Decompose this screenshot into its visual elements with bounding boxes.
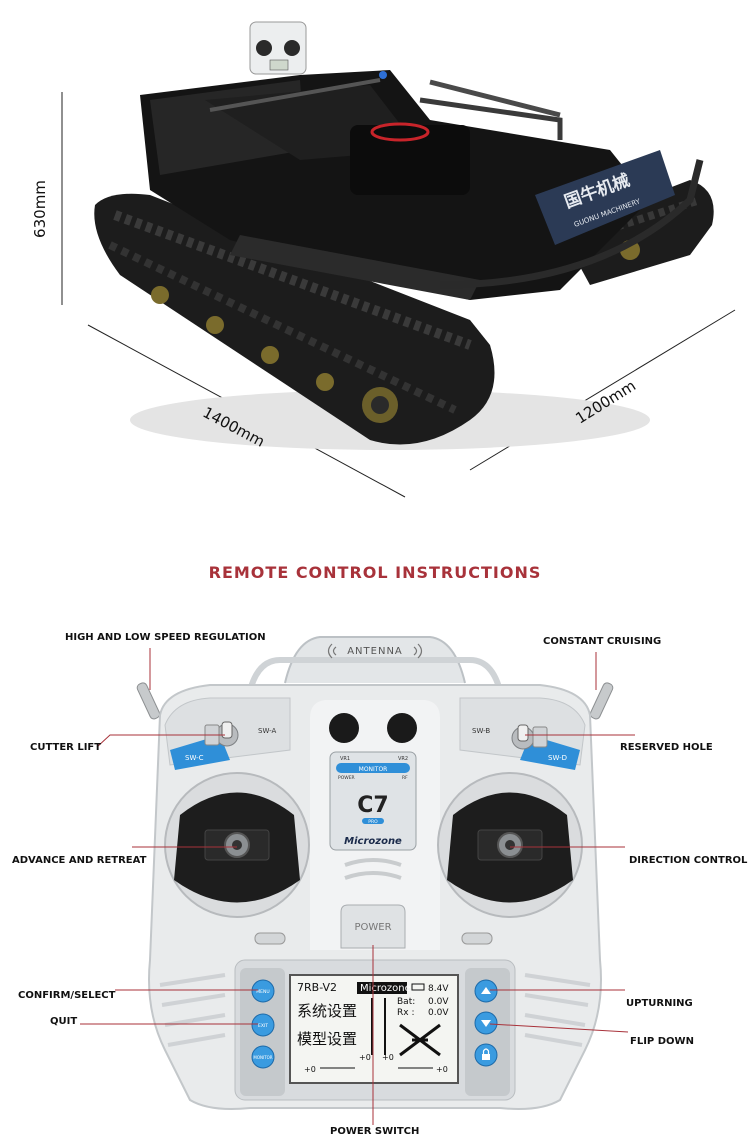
antenna-signal-icon-right [413,643,423,659]
vr2-label: VR2 [398,756,408,762]
sw-a-switch[interactable] [215,721,239,747]
callout-lines [80,648,635,1125]
mini-remote [249,21,387,79]
lock-button[interactable] [474,1043,498,1067]
callout-power-switch: POWER SWITCH [330,1126,420,1137]
up-button[interactable] [474,979,498,1003]
sw-b-label: SW-B [472,727,490,735]
up-arrow-icon [481,987,491,994]
vr1-knob[interactable] [329,713,359,743]
power-button[interactable] [340,904,406,949]
down-button[interactable] [474,1011,498,1035]
lcd-trim1: +0 [304,1065,316,1074]
left-trim-slider[interactable] [254,932,286,945]
antenna-label: ANTENNA [347,646,403,657]
brand-label: Microzone [344,836,402,847]
remote-control: ANTENNA SW-C SW-D SW-A SW-B MONITOR VR1 … [80,636,635,1125]
callout-upturning: UPTURNING [626,998,693,1009]
right-top-toggle[interactable] [589,682,614,721]
callout-cutter-lift: CUTTER LIFT [30,742,102,753]
lock-icon [482,1054,490,1060]
model-label: C7 [357,793,388,818]
callout-reserved-hole: RESERVED HOLE [620,742,713,753]
exit-button[interactable] [251,1013,275,1037]
brand-plate: 国牛机械 GUONU MACHINERY [535,150,675,245]
callout-speed-regulation: HIGH AND LOW SPEED REGULATION [65,632,266,643]
down-arrow-icon [481,1020,491,1027]
mower-illustration: 国牛机械 GUONU MACHINERY [61,21,736,498]
menu-button[interactable] [251,979,275,1003]
lcd-trim2: +0 [359,1053,371,1062]
monitor-button[interactable] [251,1045,275,1069]
antenna-handle [245,636,505,701]
sw-c-label: SW-C [185,754,204,762]
left-track [94,193,495,445]
height-label: 630mm [31,180,49,238]
lcd-bat-label: Bat: [397,997,415,1007]
right-trim-slider[interactable] [461,932,493,945]
callout-quit: QUIT [50,1016,78,1027]
monitor-button-label: MONITOR [253,1055,272,1060]
lcd-rx-label: Rx : [397,1008,414,1018]
rf-label: RF [402,775,408,781]
lcd-trim4: +0 [436,1065,448,1074]
left-top-toggle[interactable] [136,682,161,721]
monitor-panel [329,751,417,851]
left-gimbal[interactable] [164,772,310,918]
lcd-rx-value: 0.0V [428,1008,449,1018]
plane-icon [399,1023,441,1057]
lcd-bat-value: 0.0V [428,997,449,1007]
vr2-knob[interactable] [387,713,417,743]
lcd-model-line: 7RB-V2 [297,981,337,994]
lcd-menu1: 系统设置 [297,1002,357,1020]
sw-a-label: SW-A [258,727,276,735]
callout-confirm-select: CONFIRM/SELECT [18,990,116,1001]
callout-flip-down: FLIP DOWN [630,1036,694,1047]
monitor-label: MONITOR [359,766,388,773]
lcd-brand-line: Microzone [360,983,411,994]
power-button-label: POWER [354,922,391,933]
model-sub-label: PRO [368,819,378,825]
power-small-label: POWER [338,775,355,781]
exit-button-label: EXIT [258,1023,268,1029]
vr1-label: VR1 [340,756,350,762]
lcd-menu2: 模型设置 [297,1030,357,1048]
callout-direction-control: DIRECTION CONTROL [629,855,748,866]
battery-icon [411,983,425,991]
chassis [140,70,704,300]
right-gimbal[interactable] [437,772,583,918]
lcd-trim3: +0 [382,1053,394,1062]
right-slide-switch[interactable] [532,726,548,748]
callout-advance-retreat: ADVANCE AND RETREAT [12,855,147,866]
lcd-voltage: 8.4V [428,984,449,994]
sw-d-label: SW-D [548,754,567,762]
antenna-signal-icon-left [327,643,337,659]
callout-constant-cruising: CONSTANT CRUISING [543,636,662,647]
menu-button-label: MENU [256,989,269,995]
section-title: REMOTE CONTROL INSTRUCTIONS [208,563,542,582]
